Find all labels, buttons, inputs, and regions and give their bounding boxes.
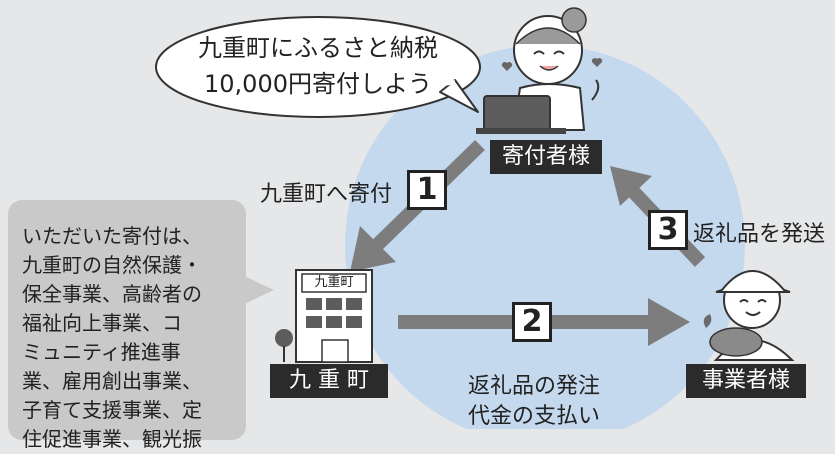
speech-line-2: 10,000円寄付しよう [204, 70, 432, 98]
speech-text: 九重町にふるさと納税 10,000円寄付しよう [168, 30, 468, 102]
donor-illustration [476, 7, 603, 134]
town-hall-icon [275, 269, 373, 363]
speech-line-1: 九重町にふるさと納税 [198, 34, 438, 62]
flow-circle [345, 45, 745, 429]
note-line: いただいた寄付は、 [22, 224, 202, 248]
step2-number: 2 [512, 302, 552, 342]
town-label: 九 重 町 [270, 364, 388, 398]
note-line: 子育て支援事業、定 [22, 398, 202, 422]
step2-label-line1: 返礼品の発注 [468, 374, 601, 399]
diagram-canvas [155, 7, 795, 429]
note-line: 福祉向上事業、コ [22, 311, 182, 335]
donor-label: 寄付者様 [490, 140, 602, 174]
note-line: 業、雇用創出事業、 [22, 369, 202, 393]
business-label: 事業者様 [686, 364, 806, 398]
step3-label: 返礼品を発送 [693, 222, 826, 247]
speech-bubble [155, 16, 481, 118]
note-line: 九重町の自然保護・ [22, 253, 202, 277]
step2-label-line2: 代金の支払い [468, 404, 601, 429]
step1-label: 九重町へ寄付 [260, 182, 393, 207]
step1-number: 1 [407, 170, 447, 210]
business-illustration [703, 270, 795, 361]
note-line: ミュニティ推進事 [22, 340, 181, 364]
note-pointer [240, 274, 274, 306]
building-sign: 九重町 [314, 275, 354, 290]
note-text: いただいた寄付は、 九重町の自然保護・ 保全事業、高齢者の 福祉向上事業、コ ミ… [22, 222, 244, 454]
note-line: 保全事業、高齢者の [22, 282, 202, 306]
note-box [8, 200, 246, 440]
step3-number: 3 [648, 210, 688, 250]
note-line: 住促進事業、観光振 [22, 427, 202, 451]
